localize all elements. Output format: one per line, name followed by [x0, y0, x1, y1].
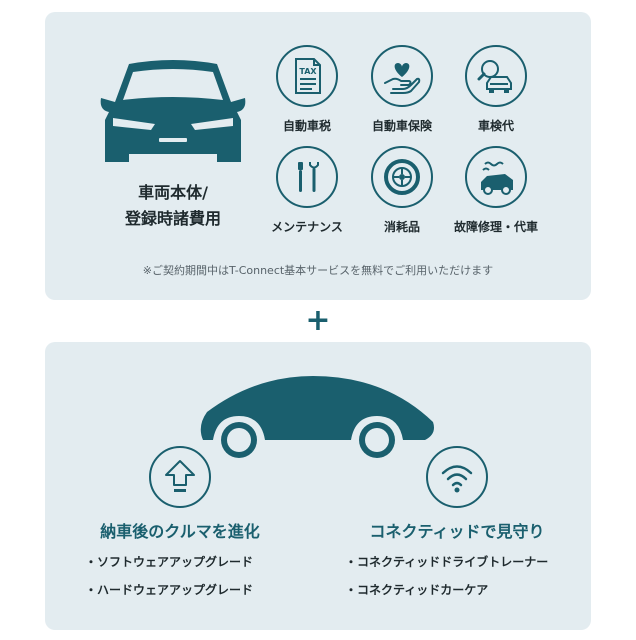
cost-item-insurance: 自動車保険	[352, 45, 452, 134]
upgrade-arrow-icon	[165, 460, 195, 492]
tax-document-icon: TAX	[295, 58, 321, 94]
connected-services-panel: 納車後のクルマを進化 コネクティッドで見守り ソフトウェアアップグレード ハード…	[45, 342, 591, 630]
tire-icon	[384, 159, 420, 195]
tools-icon	[298, 162, 319, 192]
cost-label: 消耗品	[383, 220, 420, 234]
cost-item-inspection: 車検代	[446, 45, 546, 134]
list-item: コネクティッドドライブトレーナー	[345, 548, 548, 576]
broken-car-icon	[481, 161, 513, 195]
cost-label: 故障修理・代車	[453, 220, 538, 234]
main-label-line2: 登録時諸費用	[124, 209, 221, 228]
car-side-icon	[200, 376, 434, 458]
inspection-magnifier-icon	[477, 60, 512, 93]
wifi-signal-icon	[441, 465, 473, 493]
main-label-line1: 車両本体/	[138, 183, 208, 202]
car-front-icon	[100, 60, 246, 162]
notice-text: ※ご契約期間中はT-Connect基本サービスを無料でご利用いただけます	[142, 264, 494, 277]
cost-label: 自動車税	[282, 119, 331, 133]
cost-item-repair: 故障修理・代車	[446, 146, 546, 235]
cost-label: 自動車保険	[371, 119, 432, 133]
list-item: コネクティッドカーケア	[345, 576, 548, 604]
ownership-costs-panel: 車両本体/ 登録時諸費用 TAX 自動車税 自動車保険	[45, 12, 591, 300]
cost-item-car-tax: TAX 自動車税	[257, 45, 357, 134]
cost-label: メンテナンス	[271, 220, 343, 234]
cost-label: 車検代	[477, 119, 514, 133]
upgrade-icon-circle	[149, 446, 211, 508]
heart-hand-icon	[384, 63, 421, 94]
main-cost-label: 車両本体/ 登録時諸費用	[81, 180, 265, 232]
connected-title: コネクティッドで見守り	[369, 522, 545, 541]
cost-item-maintenance: メンテナンス	[257, 146, 357, 235]
tax-icon-text: TAX	[299, 67, 317, 76]
list-item: ハードウェアアップグレード	[85, 576, 253, 604]
upgrade-list: ソフトウェアアップグレード ハードウェアアップグレード	[85, 548, 253, 604]
cost-item-consumables: 消耗品	[352, 146, 452, 235]
connected-list: コネクティッドドライブトレーナー コネクティッドカーケア	[345, 548, 548, 604]
plus-sign: +	[305, 303, 331, 338]
list-item: ソフトウェアアップグレード	[85, 548, 253, 576]
connected-icon-circle	[426, 446, 488, 508]
upgrade-title: 納車後のクルマを進化	[100, 522, 260, 541]
